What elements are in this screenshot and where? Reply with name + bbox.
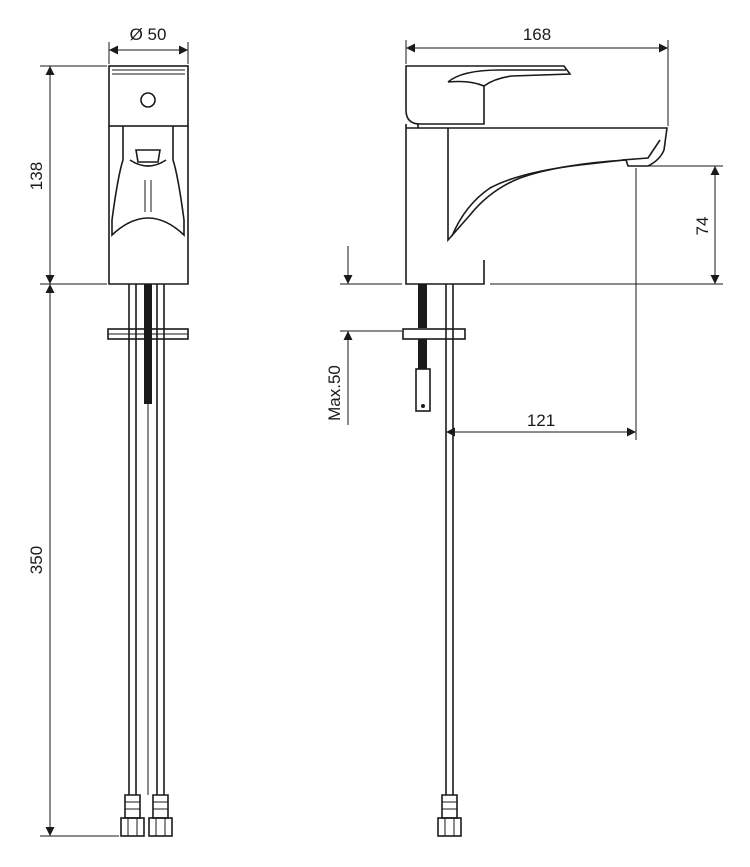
dim-total-width-label: 168 [523,25,551,44]
dim-hose-length-label: 350 [27,546,46,574]
front-hose-fittings [120,794,173,837]
side-body [405,124,485,285]
dim-spout-reach-label: 121 [527,411,555,430]
dim-diameter-label: Ø 50 [130,25,167,44]
side-spout-inner [451,159,625,237]
side-handle-underside [447,80,485,87]
front-dimensions: Ø 50 138 350 [27,25,189,837]
side-view [402,65,668,837]
front-threaded-rod [144,284,152,404]
side-dimensions: 168 74 Max.50 121 [325,25,723,440]
dim-spout-height-label: 74 [693,217,712,236]
front-handle-cap [108,65,189,127]
side-spout-tip [621,139,661,161]
front-view [107,65,189,837]
dim-max-deck-label: Max.50 [325,365,344,421]
front-aerator [135,149,161,163]
side-threaded-rod [418,284,427,328]
side-mounting-plate [402,328,466,340]
side-rod-lower [418,339,427,369]
front-spout-lines [144,180,152,212]
side-nut-hole [421,404,425,408]
side-body-step [406,124,419,129]
side-nut [415,368,431,412]
side-spout [418,127,668,243]
front-spout-curve [129,159,167,167]
front-spout-shape [111,126,185,237]
side-handle-lever [447,69,566,83]
front-cartridge-circle [140,92,156,108]
front-cap-detail [112,69,185,75]
side-handle [405,65,572,125]
dim-body-height-label: 138 [27,162,46,190]
front-hose-right [156,284,165,795]
side-hose [445,284,454,795]
front-hose-left [128,284,137,795]
side-hose-fitting [437,794,462,837]
